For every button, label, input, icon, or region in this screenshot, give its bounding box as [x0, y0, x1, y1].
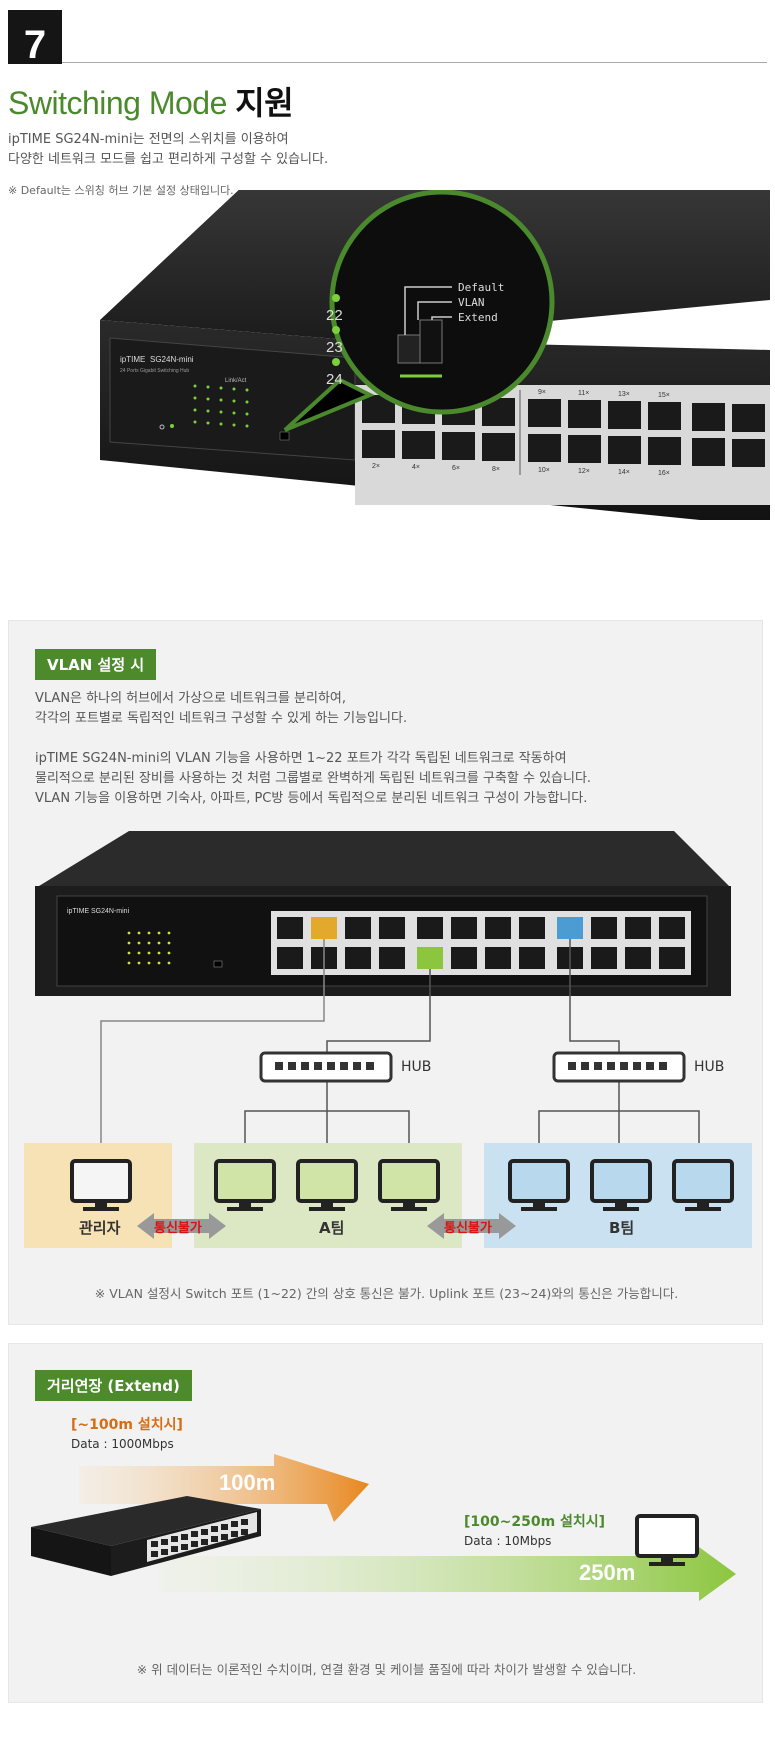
- port-label: 6×: [452, 465, 460, 472]
- monitor-icon: [378, 1159, 440, 1211]
- zoom-port: 22: [326, 307, 343, 324]
- port-label: 15×: [658, 392, 670, 399]
- range-250m-data: Data : 10Mbps: [464, 1534, 552, 1548]
- vlan-text-line: VLAN 기능을 이용하면 기숙사, 아파트, PC방 등에서 독립적으로 분리…: [35, 791, 588, 806]
- remote-monitor-icon: [635, 1514, 699, 1566]
- zoom-callout: 22 23 24 Default VLAN Extend: [283, 190, 555, 432]
- port-label: 16×: [658, 470, 670, 477]
- monitor-icon: [214, 1159, 276, 1211]
- extend-switch-illustration: [31, 1496, 261, 1576]
- port-label: 14×: [618, 469, 630, 476]
- mode-option-default: Default: [458, 281, 504, 294]
- hero-model: SG24N-mini: [150, 355, 194, 364]
- port-label: 9×: [538, 389, 546, 396]
- vlan-diagram: ipTIME SG24N-mini: [24, 831, 752, 1248]
- port-highlight-team-b: [557, 917, 583, 939]
- port-highlight-manager: [311, 917, 337, 939]
- vlan-footnote: ※ VLAN 설정시 Switch 포트 (1~22) 간의 상호 통신은 불가…: [94, 1286, 679, 1301]
- hero-linkact: Link/Act: [225, 378, 247, 384]
- zoom-port: 24: [326, 371, 343, 388]
- vlan-badge: VLAN 설정 시: [35, 649, 157, 680]
- port-highlight-team-a: [417, 947, 443, 969]
- vlan-text-line: ipTIME SG24N-mini의 VLAN 기능을 사용하면 1~22 포트…: [35, 751, 567, 766]
- hub-b: [552, 1051, 686, 1083]
- zone-team-b-label: B팀: [609, 1219, 635, 1237]
- intro-line: 다양한 네트워크 모드를 쉽고 편리하게 구성할 수 있습니다.: [8, 152, 329, 167]
- no-comm-label: 통신불가: [154, 1221, 202, 1236]
- vlan-switch-model: SG24N-mini: [91, 908, 130, 915]
- port-label: 8×: [492, 466, 500, 473]
- extend-footnote: ※ 위 데이터는 이론적인 수치이며, 연결 환경 및 케이블 품질에 따라 차…: [136, 1662, 637, 1677]
- vlan-text-line: VLAN은 하나의 허브에서 가상으로 네트워크를 분리하여,: [35, 691, 347, 706]
- vlan-switch-brand: ipTIME: [67, 908, 90, 915]
- vlan-port-block: [271, 911, 691, 975]
- no-comm-label: 통신불가: [444, 1221, 492, 1236]
- zone-manager-label: 관리자: [79, 1219, 121, 1237]
- title-korean: 지원: [235, 85, 294, 121]
- mode-switch: [279, 431, 290, 441]
- monitor-icon: [672, 1159, 734, 1211]
- vlan-switch-top: [39, 831, 729, 886]
- port-label: 2×: [372, 463, 380, 470]
- range-250m-label: [100~250m 설치시]: [464, 1514, 606, 1530]
- port-label: 10×: [538, 467, 550, 474]
- rj45-ports: [362, 395, 765, 467]
- section-title: Switching Mode 지원: [8, 78, 294, 124]
- range-250m-distance: 250m: [579, 1560, 636, 1585]
- hub-a: [259, 1051, 393, 1083]
- extend-badge: 거리연장 (Extend): [35, 1370, 192, 1401]
- zone-team-a-label: A팀: [319, 1219, 345, 1237]
- vlan-text-line: 각각의 포트별로 독립적인 네트워크 구성할 수 있게 하는 기능입니다.: [35, 711, 408, 726]
- section-number: 7: [8, 10, 62, 67]
- range-250m-arrow: [159, 1547, 736, 1601]
- range-100m-distance: 100m: [219, 1470, 276, 1495]
- header-divider: [62, 62, 767, 63]
- monitor-icon: [296, 1159, 358, 1211]
- switch-hero-illustration: ipTIME SG24N-mini 24 Ports Gigabit Switc…: [100, 190, 770, 520]
- led-grid: [159, 384, 249, 430]
- extend-diagram: [31, 1454, 736, 1601]
- range-100m-data: Data : 1000Mbps: [71, 1437, 174, 1451]
- no-comm-arrow: [137, 1213, 226, 1239]
- port-label: 4×: [412, 464, 420, 471]
- port-label: 11×: [578, 390, 589, 397]
- mode-option-extend: Extend: [458, 311, 498, 324]
- hero-brand: ipTIME: [120, 355, 145, 364]
- intro-text: ipTIME SG24N-mini는 전면의 스위치를 이용하여 다양한 네트워…: [8, 130, 328, 170]
- port-label: 13×: [618, 391, 630, 398]
- hub-b-label: HUB: [694, 1059, 725, 1075]
- range-100m-label: [~100m 설치시]: [71, 1417, 183, 1433]
- range-100m-arrow: [79, 1454, 369, 1522]
- no-comm-arrow: [427, 1213, 516, 1239]
- vlan-panel: VLAN 설정 시 VLAN은 하나의 허브에서 가상으로 네트워크를 분리하여…: [8, 620, 763, 1325]
- intro-line: ipTIME SG24N-mini는 전면의 스위치를 이용하여: [8, 132, 289, 147]
- zoom-port: 23: [326, 339, 343, 356]
- hero-subtitle: 24 Ports Gigabit Switching Hub: [120, 368, 189, 374]
- vlan-description-2: ipTIME SG24N-mini의 VLAN 기능을 사용하면 1~22 포트…: [35, 749, 591, 809]
- hub-a-label: HUB: [401, 1059, 432, 1075]
- mode-option-vlan: VLAN: [458, 296, 485, 309]
- vlan-description-1: VLAN은 하나의 허브에서 가상으로 네트워크를 분리하여, 각각의 포트별로…: [35, 689, 407, 729]
- extend-panel: 거리연장 (Extend): [8, 1343, 763, 1703]
- monitor-icon: [70, 1159, 132, 1211]
- port-label: 12×: [578, 468, 590, 475]
- vlan-text-line: 물리적으로 분리된 장비를 사용하는 것 처럼 그룹별로 완벽하게 독립된 네트…: [35, 771, 592, 786]
- title-english: Switching Mode: [8, 85, 227, 121]
- monitor-icon: [508, 1159, 570, 1211]
- monitor-icon: [590, 1159, 652, 1211]
- default-note: ※ Default는 스위칭 허브 기본 설정 상태입니다.: [8, 184, 234, 197]
